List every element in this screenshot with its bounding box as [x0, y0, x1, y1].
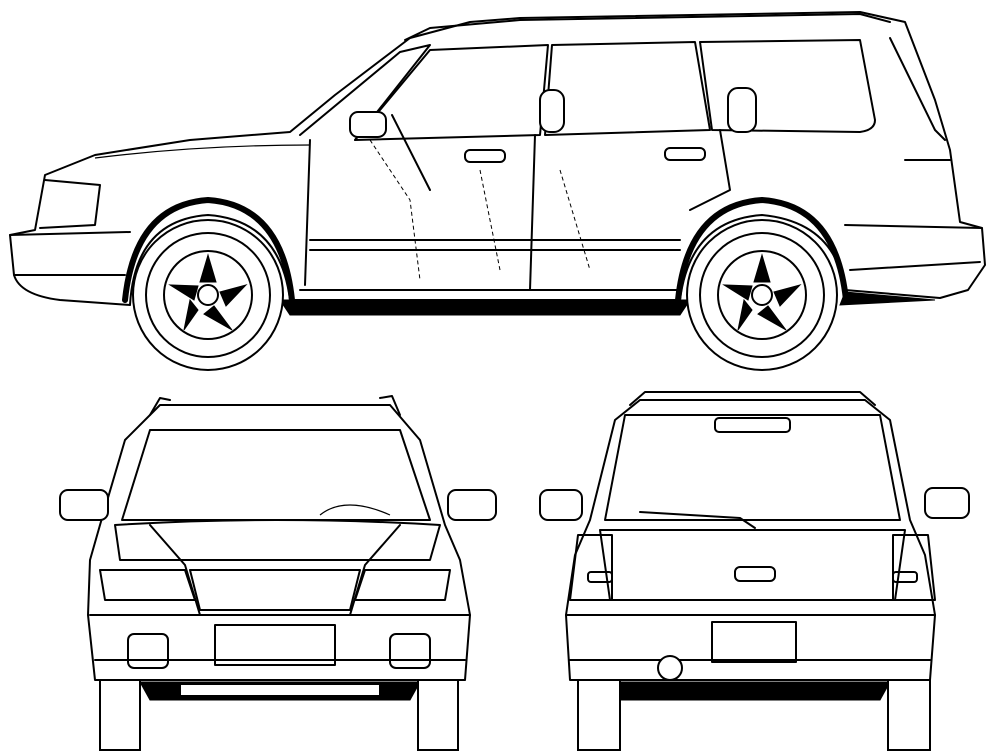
rear-exhaust [657, 655, 683, 681]
side-rear-underbody-shadow [839, 291, 936, 306]
front-bumper [89, 614, 471, 661]
front-headlights [99, 569, 451, 601]
side-quarter-window [699, 39, 876, 133]
front-license-plate [214, 624, 336, 666]
rear-mirror-right [924, 487, 970, 519]
rear-brake-light [714, 417, 791, 433]
rear-window [604, 414, 901, 521]
side-dashed-interior [369, 139, 591, 281]
front-tire-left [99, 679, 141, 751]
side-tail-window [889, 37, 946, 141]
front-view [59, 395, 497, 751]
side-door-lines [304, 129, 731, 291]
front-tire-right [417, 679, 459, 751]
front-skid-plate [179, 683, 381, 697]
side-rear-headrest [539, 89, 565, 133]
front-mirror-left [59, 489, 109, 521]
rear-roof-spoiler [629, 391, 876, 406]
door-handle-front [464, 149, 506, 163]
rear-tire-left [577, 679, 621, 751]
front-fog-light-right [389, 633, 431, 669]
front-body-outline [87, 404, 471, 681]
front-grille [189, 569, 361, 611]
front-wheel-arch [122, 197, 295, 303]
side-rear-window [544, 41, 711, 136]
rear-mirror-left [539, 489, 583, 521]
rear-reflector-left [587, 571, 613, 583]
front-hood [114, 519, 441, 561]
rear-body-outline [565, 399, 936, 681]
front-wheel [132, 219, 284, 371]
rear-view [539, 391, 970, 751]
side-a-pillar-wiper [391, 114, 431, 191]
rear-reflector-right [892, 571, 918, 583]
rear-handle [734, 566, 776, 582]
side-rear-headrest-2 [727, 87, 757, 133]
side-front-bumper [9, 179, 131, 276]
side-windshield [299, 44, 431, 141]
front-mirror-right [447, 489, 497, 521]
front-fog-light-left [127, 633, 169, 669]
rear-wiper [639, 511, 756, 529]
door-handle-rear [664, 147, 706, 161]
side-body-molding [309, 239, 681, 251]
front-roof-rails [149, 395, 401, 416]
rear-tire-right [887, 679, 931, 751]
side-underbody-shadow [279, 299, 691, 316]
front-windshield [121, 429, 431, 521]
rear-license-plate [711, 621, 797, 663]
front-steering-wheel [319, 504, 391, 516]
side-mirror [349, 111, 387, 138]
side-view [9, 11, 986, 371]
side-front-window [354, 44, 549, 141]
rear-wheel-arch [675, 197, 849, 303]
side-roof-rail [404, 13, 891, 41]
rear-bumper [565, 614, 936, 661]
side-rear-bumper [844, 159, 983, 271]
side-hood-line [94, 144, 311, 159]
rear-underbody [609, 681, 891, 701]
rear-tailgate [599, 529, 906, 601]
rear-wheel [686, 219, 838, 371]
